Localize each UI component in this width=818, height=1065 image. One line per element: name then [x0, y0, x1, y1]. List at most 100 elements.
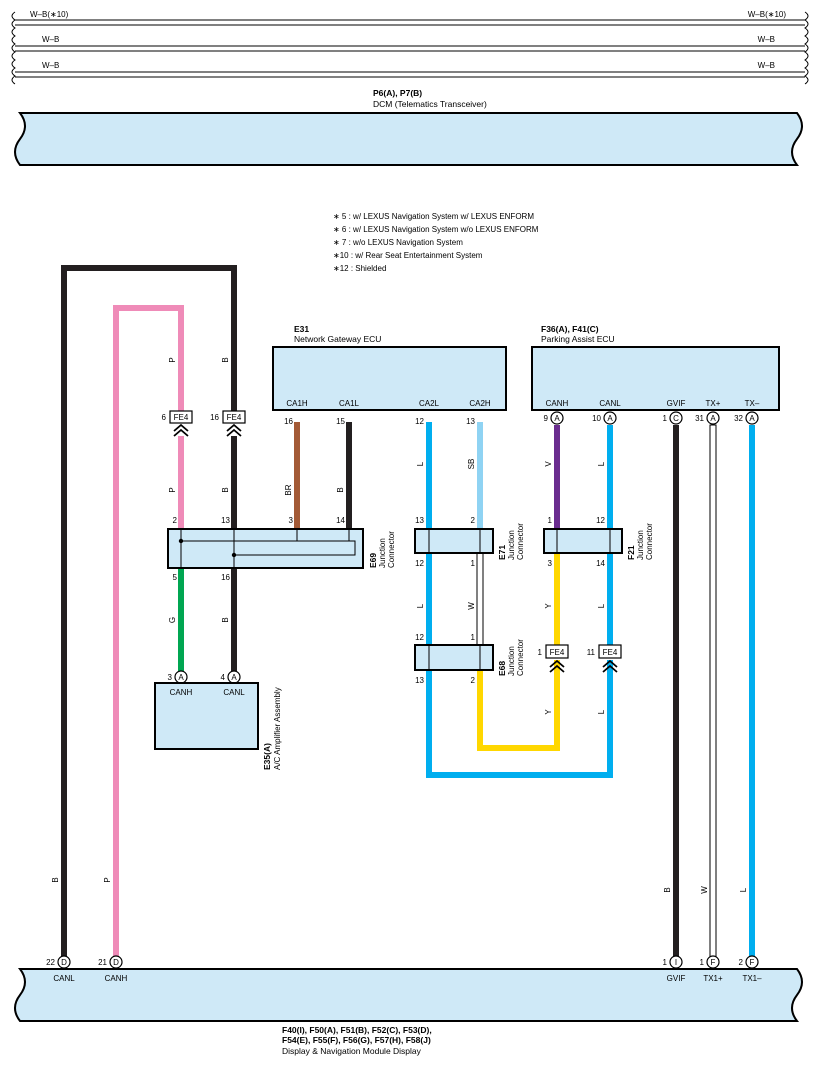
e71-bottom-pin-1: 1 — [471, 559, 476, 568]
wire-label-l-ca2l: L — [416, 461, 425, 466]
wire-labels: P B P B BR B L SB V L G B L W Y L Y L B … — [51, 357, 748, 893]
wire-label-b-gvif: B — [663, 887, 672, 892]
parking-conn-canl: A — [607, 414, 613, 423]
gateway-ecu: E31 Network Gateway ECU CA1H CA1L CA2L C… — [272, 324, 507, 426]
chevron-up-icon — [549, 659, 565, 673]
wire-blue-bottom-loop — [426, 660, 613, 778]
display-pin-num-22: 22 — [46, 958, 55, 967]
wire-label-b-ca1l: B — [336, 487, 345, 492]
gateway-pin-ca1h: CA1H — [286, 399, 308, 408]
e69-top-pin-3: 3 — [289, 516, 294, 525]
e71-label1: Junction — [507, 530, 516, 560]
f21-code: F21 — [626, 545, 636, 560]
fe4-connector-pin6: FE4 6 — [162, 410, 193, 437]
parking-conn-canh: A — [554, 414, 560, 423]
gateway-code: E31 — [294, 324, 309, 334]
e71-code: E71 — [497, 545, 507, 560]
parking-name: Parking Assist ECU — [541, 334, 615, 344]
gateway-pin-num-13: 13 — [466, 417, 475, 426]
dcm-code: P6(A), P7(B) — [373, 88, 422, 98]
fe4-pin-11: 11 — [587, 648, 596, 657]
e69-top-pin-14: 14 — [336, 516, 345, 525]
e68-code: E68 — [497, 661, 507, 676]
display-conn-gvif: I — [675, 958, 677, 967]
display-pin-tx1m: TX1– — [742, 974, 762, 983]
gateway-pin-num-15: 15 — [336, 417, 345, 426]
e71-bottom-pin-12: 12 — [415, 559, 424, 568]
display-pin-num-1i: 1 — [663, 958, 668, 967]
gateway-pin-num-12: 12 — [415, 417, 424, 426]
gateway-pin-num-16: 16 — [284, 417, 293, 426]
display-name: Display & Navigation Module Display — [282, 1046, 422, 1056]
wire-label-b-amp: B — [221, 617, 230, 622]
display-conn-tx1p: F — [711, 958, 716, 967]
gateway-pin-ca2l: CA2L — [419, 399, 440, 408]
parking-pin-num-10: 10 — [592, 414, 601, 423]
wire-white-e71-e68 — [476, 552, 484, 646]
wire-label-b-left: B — [51, 877, 60, 882]
amp-pin-num-3: 3 — [168, 673, 173, 682]
e69-top-pin-2: 2 — [173, 516, 178, 525]
e69-label2: Connector — [387, 531, 396, 568]
chevron-up-icon — [173, 423, 189, 437]
display-pin-num-2f: 2 — [739, 958, 744, 967]
note-5: ∗ 5 : w/ LEXUS Navigation System w/ LEXU… — [333, 212, 534, 221]
wire-white-tx — [709, 424, 717, 959]
wire-label-l-low: L — [597, 709, 606, 714]
e69-junction-connector: 2 13 3 14 5 16 E69 Junction Connector — [167, 516, 396, 582]
display-pin-num-1f: 1 — [700, 958, 705, 967]
e68-top-pin-1: 1 — [471, 633, 476, 642]
e69-code: E69 — [368, 553, 378, 568]
parking-pin-txm: TX– — [745, 399, 760, 408]
f21-top-pin-1: 1 — [548, 516, 553, 525]
gateway-name: Network Gateway ECU — [294, 334, 381, 344]
display-pin-canl: CANL — [53, 974, 75, 983]
parking-pin-canh: CANH — [546, 399, 569, 408]
f21-top-pin-12: 12 — [596, 516, 605, 525]
amp-name: A/C Amplifier Assembly — [273, 687, 282, 770]
e71-junction-connector: 13 2 12 1 E71 Junction Connector — [414, 516, 525, 568]
top-wire-3-left: W–B — [42, 61, 59, 70]
e68-junction-connector: 12 1 13 2 E68 Junction Connector — [414, 633, 525, 685]
fe4-pin-1: 1 — [538, 648, 543, 657]
parking-conn-gvif: C — [673, 414, 679, 423]
parking-assist-ecu: F36(A), F41(C) Parking Assist ECU CANH C… — [531, 324, 780, 425]
dcm-name: DCM (Telematics Transceiver) — [373, 99, 487, 109]
dcm-component: P6(A), P7(B) DCM (Telematics Transceiver… — [14, 88, 803, 166]
parking-pin-txp: TX+ — [706, 399, 721, 408]
display-code-line1: F40(I), F50(A), F51(B), F52(C), F53(D), — [282, 1025, 432, 1035]
e71-top-pin-2: 2 — [471, 516, 476, 525]
wire-label-p-left: P — [103, 877, 112, 882]
display-pin-canh: CANH — [105, 974, 128, 983]
wire-label-v: V — [544, 461, 553, 467]
gateway-pin-ca1l: CA1L — [339, 399, 360, 408]
display-code-line2: F54(E), F55(F), F56(G), F57(H), F58(J) — [282, 1035, 431, 1045]
e68-top-pin-12: 12 — [415, 633, 424, 642]
ac-amplifier-assembly: A A 3 4 CANH CANL E35(A) A/C Amplifier A… — [154, 670, 282, 770]
fe4-connector-pin1: FE4 1 — [538, 644, 569, 673]
notes-block: ∗ 5 : w/ LEXUS Navigation System w/ LEXU… — [333, 212, 539, 273]
amp-code: E35(A) — [262, 743, 272, 770]
e71-label2: Connector — [516, 523, 525, 560]
top-wire-bundle: W–B(∗10) W–B(∗10) W–B W–B W–B W–B — [11, 10, 809, 85]
note-12: ∗12 : Shielded — [333, 264, 386, 273]
note-10: ∗10 : w/ Rear Seat Entertainment System — [333, 251, 483, 260]
top-wire-1-left: W–B(∗10) — [30, 10, 69, 19]
f21-bottom-pin-14: 14 — [596, 559, 605, 568]
display-conn-canh: D — [113, 958, 119, 967]
e68-bottom-pin-13: 13 — [415, 676, 424, 685]
wire-label-l-f21: L — [597, 603, 606, 608]
parking-pin-num-31: 31 — [695, 414, 704, 423]
e68-label1: Junction — [507, 646, 516, 676]
display-conn-tx1m: F — [750, 958, 755, 967]
display-navigation-module: D D I F F 22 21 1 1 2 CANL CANH GVIF TX1… — [14, 955, 803, 1056]
wire-label-w-tx: W — [700, 886, 709, 894]
wire-label-l-e71: L — [416, 603, 425, 608]
f21-label1: Junction — [636, 530, 645, 560]
note-7: ∗ 7 : w/o LEXUS Navigation System — [333, 238, 463, 247]
fe4-label-6: FE4 — [174, 413, 189, 422]
wire-label-p-upper: P — [168, 357, 177, 362]
f21-bottom-pin-3: 3 — [548, 559, 553, 568]
fe4-label-1: FE4 — [550, 648, 565, 657]
